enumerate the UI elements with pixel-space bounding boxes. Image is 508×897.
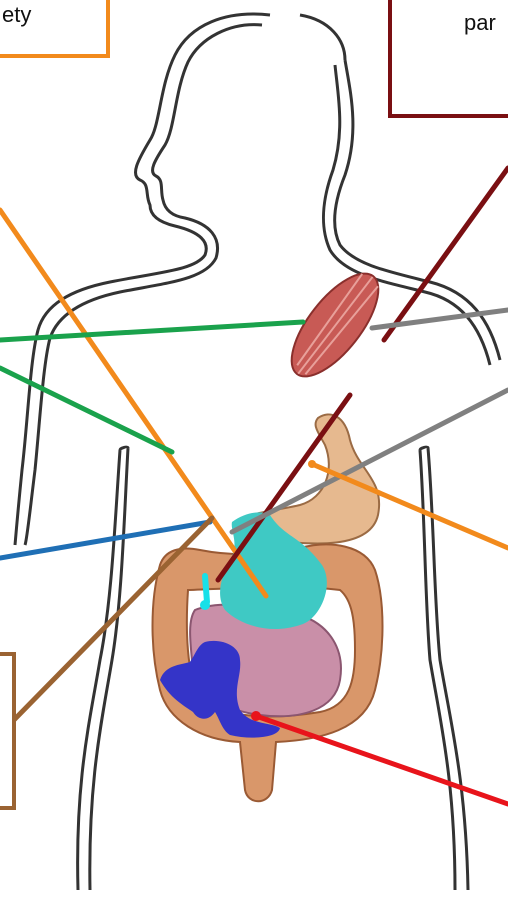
highlight-cyan-mark	[205, 576, 207, 602]
label-text-top-left: ety	[2, 2, 31, 28]
leader-line-red	[256, 716, 508, 804]
label-box-brown	[0, 652, 16, 810]
label-box-maroon: par	[388, 0, 508, 118]
label-text-top-right: par	[464, 10, 496, 36]
highlight-cyan-dot	[200, 600, 210, 610]
leader-line-green-1	[0, 322, 303, 340]
pointer-dot-red	[251, 711, 261, 721]
label-box-orange: ety	[0, 0, 110, 58]
pointer-dot-orange	[308, 460, 316, 468]
